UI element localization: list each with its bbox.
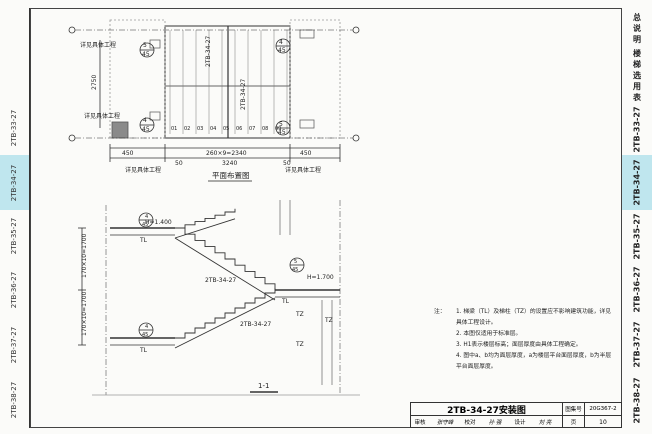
- tread-number: 07: [249, 126, 255, 132]
- right-tab-selection[interactable]: 楼梯选用表: [633, 49, 641, 102]
- notes-heading: 注：: [434, 309, 446, 315]
- plan-dim-2: 260×9=2340: [206, 150, 247, 157]
- plan-dim-1: 450: [122, 150, 134, 157]
- detail-a-top: 5: [143, 42, 147, 49]
- right-tab-general[interactable]: 总说明: [633, 12, 641, 44]
- sec-detail-b-bot: 45: [292, 267, 298, 273]
- section-title: 1-1: [258, 382, 269, 390]
- plan-note-bottom-right: 详见具体工程: [285, 166, 321, 174]
- column-square: [111, 121, 129, 139]
- left-tab-2tb-34[interactable]: 2TB-34-27: [0, 155, 30, 210]
- plan-stair-up: 2TB-34-27: [205, 36, 212, 67]
- sign-check-label: 校对: [464, 420, 476, 426]
- right-tab-2tb-34[interactable]: 2TB-34-27: [622, 155, 652, 210]
- sign-design-label: 设计: [514, 420, 526, 426]
- detail-d-bot: 45: [278, 129, 286, 136]
- page-no: 10: [599, 418, 607, 426]
- title-block: 2TB-34-27安装图 图集号 20G367-2 审核 张守峰 校对 孙 强 …: [410, 402, 622, 428]
- sign-checker: 孙 强: [488, 420, 502, 426]
- drawing-frame: [30, 8, 622, 428]
- detail-c-bot: 45: [142, 126, 150, 133]
- tread-number: 04: [210, 126, 216, 132]
- plan-dim-3: 450: [300, 150, 312, 157]
- left-tab-2tb-37[interactable]: 2TB-37-27: [0, 317, 30, 372]
- sec-detail-a-top: 4: [145, 214, 148, 220]
- plan-note-top: 详见具体工程: [80, 41, 116, 49]
- tread-number: 01: [171, 126, 177, 132]
- tread-number: 08: [262, 126, 268, 132]
- sec-detail-c-bot: 45: [142, 332, 148, 338]
- sec-detail-c-top: 4: [145, 324, 148, 330]
- flight-lower-soffit: [174, 297, 276, 349]
- plan-dim-5: 3240: [222, 160, 237, 167]
- note-4: 4. 图中a、b均为面层厚度，a为楼层平台面层厚度，b为半层平台面层厚度。: [456, 353, 612, 370]
- sec-label-bottom: 2TB-34-27: [240, 321, 271, 328]
- sign-reviewer: 张守峰: [436, 420, 454, 426]
- note-2: 2. 本图仅适用于标准层。: [456, 331, 522, 337]
- left-tab-2tb-38[interactable]: 2TB-38-27: [0, 372, 30, 428]
- note-3: 3. H1表示楼层标高；面层厚度由具体工程确定。: [456, 342, 582, 348]
- left-tab-2tb-33[interactable]: 2TB-33-27: [0, 100, 30, 155]
- sec-label-top: 2TB-34-27: [205, 277, 236, 284]
- left-tab-2tb-35[interactable]: 2TB-35-27: [0, 210, 30, 262]
- sign-designer: 刘 亮: [538, 420, 552, 426]
- sec-elev-top: H=1.400: [145, 219, 172, 226]
- sec-tz-2: TZ: [324, 317, 333, 324]
- plan-stair-down: 2TB-34-27: [240, 79, 247, 110]
- sec-dim-bottom: 170×10=1700: [81, 291, 88, 336]
- flight-top-soffit: [174, 218, 236, 239]
- tread-number: 06: [236, 126, 242, 132]
- detail-a-bot: 45: [142, 51, 150, 58]
- plan-dim-4: 50: [175, 160, 183, 167]
- plan-title: 平面布置图: [212, 170, 250, 180]
- atlas-label: 图集号: [563, 403, 585, 416]
- detail-b-bot: 45: [278, 47, 286, 54]
- sec-tz-1: TZ: [295, 311, 304, 318]
- sec-dim-top: 170×10=1700: [81, 233, 88, 278]
- tread-number: 09: [275, 126, 281, 132]
- detail-d-top: 5: [279, 121, 283, 128]
- sec-detail-a-bot: 45: [142, 222, 148, 228]
- sec-tl-1: TL: [139, 237, 148, 244]
- atlas-no: 20G367-2: [585, 403, 621, 416]
- flight-upper: [175, 227, 276, 290]
- sec-elev-mid: H=1.700: [307, 274, 334, 281]
- tread-number: 02: [184, 126, 190, 132]
- drawing-title: 2TB-34-27安装图: [411, 403, 563, 416]
- tread-number: 03: [197, 126, 203, 132]
- sec-tl-2: TL: [139, 347, 148, 354]
- plan-note-left: 详见具体工程: [84, 112, 120, 120]
- detail-c-top: 4: [143, 117, 147, 124]
- tread-number: 05: [223, 126, 229, 132]
- notes: 注： 1. 梯梁（TL）及梯柱（TZ）的设置应不影响建筑功能，详见具体工程设计。…: [434, 307, 614, 373]
- plan-dim-6: 50: [283, 160, 291, 167]
- flight-top: [175, 208, 236, 229]
- flight-upper-soffit: [174, 237, 276, 301]
- sign-review-label: 审核: [414, 420, 426, 426]
- flight-lower: [175, 288, 276, 339]
- plan-note-bottom-left: 详见具体工程: [125, 166, 161, 174]
- note-1: 1. 梯梁（TL）及梯柱（TZ）的设置应不影响建筑功能，详见具体工程设计。: [456, 309, 611, 326]
- plan-dim-left: 2750: [91, 75, 98, 90]
- left-tab-2tb-36[interactable]: 2TB-36-27: [0, 262, 30, 317]
- left-tab-blank: [0, 8, 30, 78]
- page-label: 页: [563, 416, 585, 428]
- sec-tl-3: TL: [281, 298, 290, 305]
- sec-tz-3: TZ: [295, 341, 304, 348]
- sec-detail-b-top: 5: [294, 259, 297, 265]
- detail-b-top: 4: [279, 39, 283, 46]
- sign-row: 审核 张守峰 校对 孙 强 设计 刘 亮: [411, 416, 563, 428]
